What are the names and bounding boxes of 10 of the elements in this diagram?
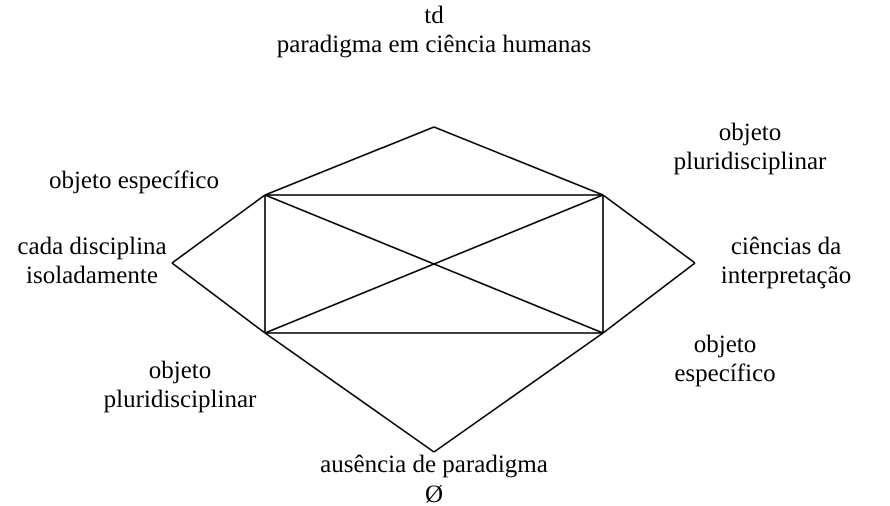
vertex-label: objeto pluridisciplinar — [102, 356, 258, 414]
vertex-label: ausência de paradigma — [319, 450, 549, 479]
vertex-label: objeto pluridisciplinar — [672, 118, 828, 176]
vertex-label: objeto específico — [48, 166, 220, 195]
vertex-label: td — [423, 1, 445, 30]
vertex-label: objeto específico — [673, 330, 777, 388]
vertex-label: cada disciplina isoladamente — [16, 232, 168, 290]
vertex-label: paradigma em ciência humanas — [276, 30, 592, 59]
vertex-label: Ø — [424, 480, 444, 506]
vertex-label: ciências da interpretação — [720, 232, 852, 290]
